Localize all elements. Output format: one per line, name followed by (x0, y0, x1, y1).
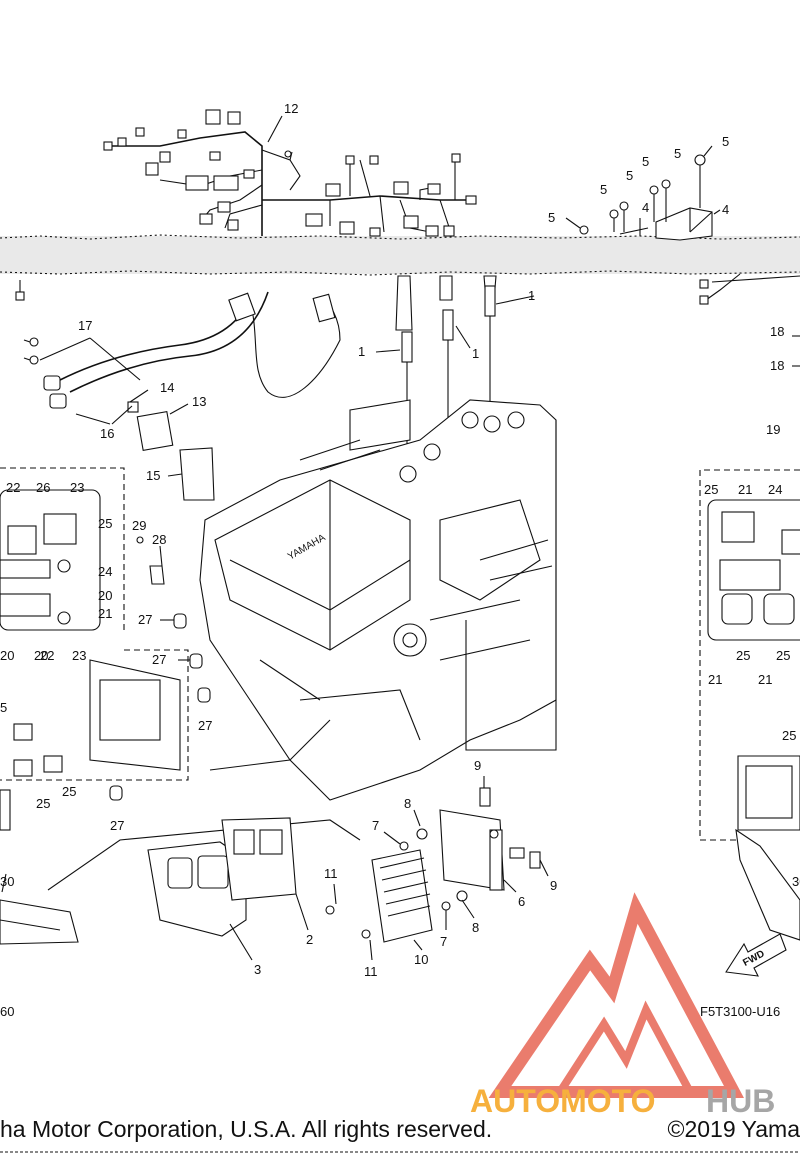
callout-24a: 24 (98, 564, 112, 579)
callout-25c: 25 (62, 784, 76, 799)
callout-8a: 8 (404, 796, 411, 811)
callout-17: 17 (78, 318, 92, 333)
callout-24b: 24 (768, 482, 782, 497)
callout-11b: 11 (364, 964, 378, 979)
callout-5g: 5 (0, 700, 7, 715)
callout-27b: 27 (152, 652, 166, 667)
callout-5a: 5 (722, 134, 729, 149)
callout-20a: 20 (98, 588, 112, 603)
module-covers (0, 817, 309, 961)
callout-3: 3 (254, 962, 261, 977)
fuse-box-left (0, 467, 189, 831)
callout-8b: 8 (472, 920, 479, 935)
callout-5e: 5 (600, 182, 607, 197)
callout-22a: 22 (6, 480, 20, 495)
copyright-left: ha Motor Corporation, U.S.A. All rights … (0, 1116, 493, 1142)
callout-4a: 4 (642, 200, 649, 215)
callout-9b: 9 (550, 878, 557, 893)
watermark-text-hub: HUB (706, 1083, 775, 1119)
fwd-arrow-icon: FWD (725, 933, 787, 977)
callout-21a: 21 (98, 606, 112, 621)
callout-7b: 7 (440, 934, 447, 949)
watermark-text-main: AUTOMOTO (470, 1083, 655, 1119)
callout-30a: 30 (0, 874, 14, 889)
callout-23b: 23 (72, 648, 86, 663)
callout-5b: 5 (674, 146, 681, 161)
callout-4b: 4 (722, 202, 729, 217)
ignition-wiring (15, 280, 341, 501)
callout-25a: 25 (98, 516, 112, 531)
callout-60: 60 (0, 1004, 14, 1019)
callout-19: 19 (766, 422, 780, 437)
callout-5c: 5 (642, 154, 649, 169)
callout-21d: 21 (758, 672, 772, 687)
callout-1a: 1 (528, 288, 535, 303)
mount-bracket-group (565, 145, 721, 241)
callout-11a: 11 (324, 866, 338, 881)
callout-25g: 25 (782, 728, 796, 743)
callout-20c: 20 (34, 648, 48, 663)
callout-27c: 27 (198, 718, 212, 733)
callout-7a: 7 (372, 818, 379, 833)
callout-13: 13 (192, 394, 206, 409)
callout-27a: 27 (138, 612, 152, 627)
callout-27d: 27 (110, 818, 124, 833)
callout-16: 16 (100, 426, 114, 441)
callout-25d: 25 (704, 482, 718, 497)
callout-6: 6 (518, 894, 525, 909)
callout-25e: 25 (736, 648, 750, 663)
callout-14: 14 (160, 380, 174, 395)
callout-12: 12 (284, 101, 298, 116)
engine-block: YAMAHA (199, 399, 557, 801)
callout-18b: 18 (770, 358, 784, 373)
right-edge-wiring (699, 273, 800, 367)
callout-5f: 5 (548, 210, 555, 225)
watermark-logo: AUTOMOTO HUB (470, 892, 775, 1119)
callout-21b: 21 (738, 482, 752, 497)
callout-30b: 30 (792, 874, 800, 889)
callout-2: 2 (306, 932, 313, 947)
callout-25f: 25 (776, 648, 790, 663)
rectifier-group (325, 776, 549, 961)
callout-9a: 9 (474, 758, 481, 773)
footer: ha Motor Corporation, U.S.A. All rights … (0, 1116, 800, 1146)
callout-23a: 23 (70, 480, 84, 495)
callout-20b: 20 (0, 648, 14, 663)
callout-26: 26 (36, 480, 50, 495)
callout-21c: 21 (708, 672, 722, 687)
copyright-right: ©2019 Yama (667, 1116, 800, 1142)
diagram-code: F5T3100-U16 (700, 1004, 780, 1019)
callout-15: 15 (146, 468, 160, 483)
fuse-box-right (699, 469, 800, 941)
callout-1b: 1 (472, 346, 479, 361)
clip-group (109, 536, 211, 801)
callout-18a: 18 (770, 324, 784, 339)
callout-1c: 1 (358, 344, 365, 359)
callout-29: 29 (132, 518, 146, 533)
callout-22b: 22 (40, 648, 54, 663)
wire-harness (103, 109, 477, 237)
spark-plug-group (375, 275, 535, 470)
callout-28: 28 (152, 532, 166, 547)
torn-band (0, 234, 800, 276)
callout-10: 10 (414, 952, 428, 967)
callout-5d: 5 (626, 168, 633, 183)
callout-25b: 25 (36, 796, 50, 811)
